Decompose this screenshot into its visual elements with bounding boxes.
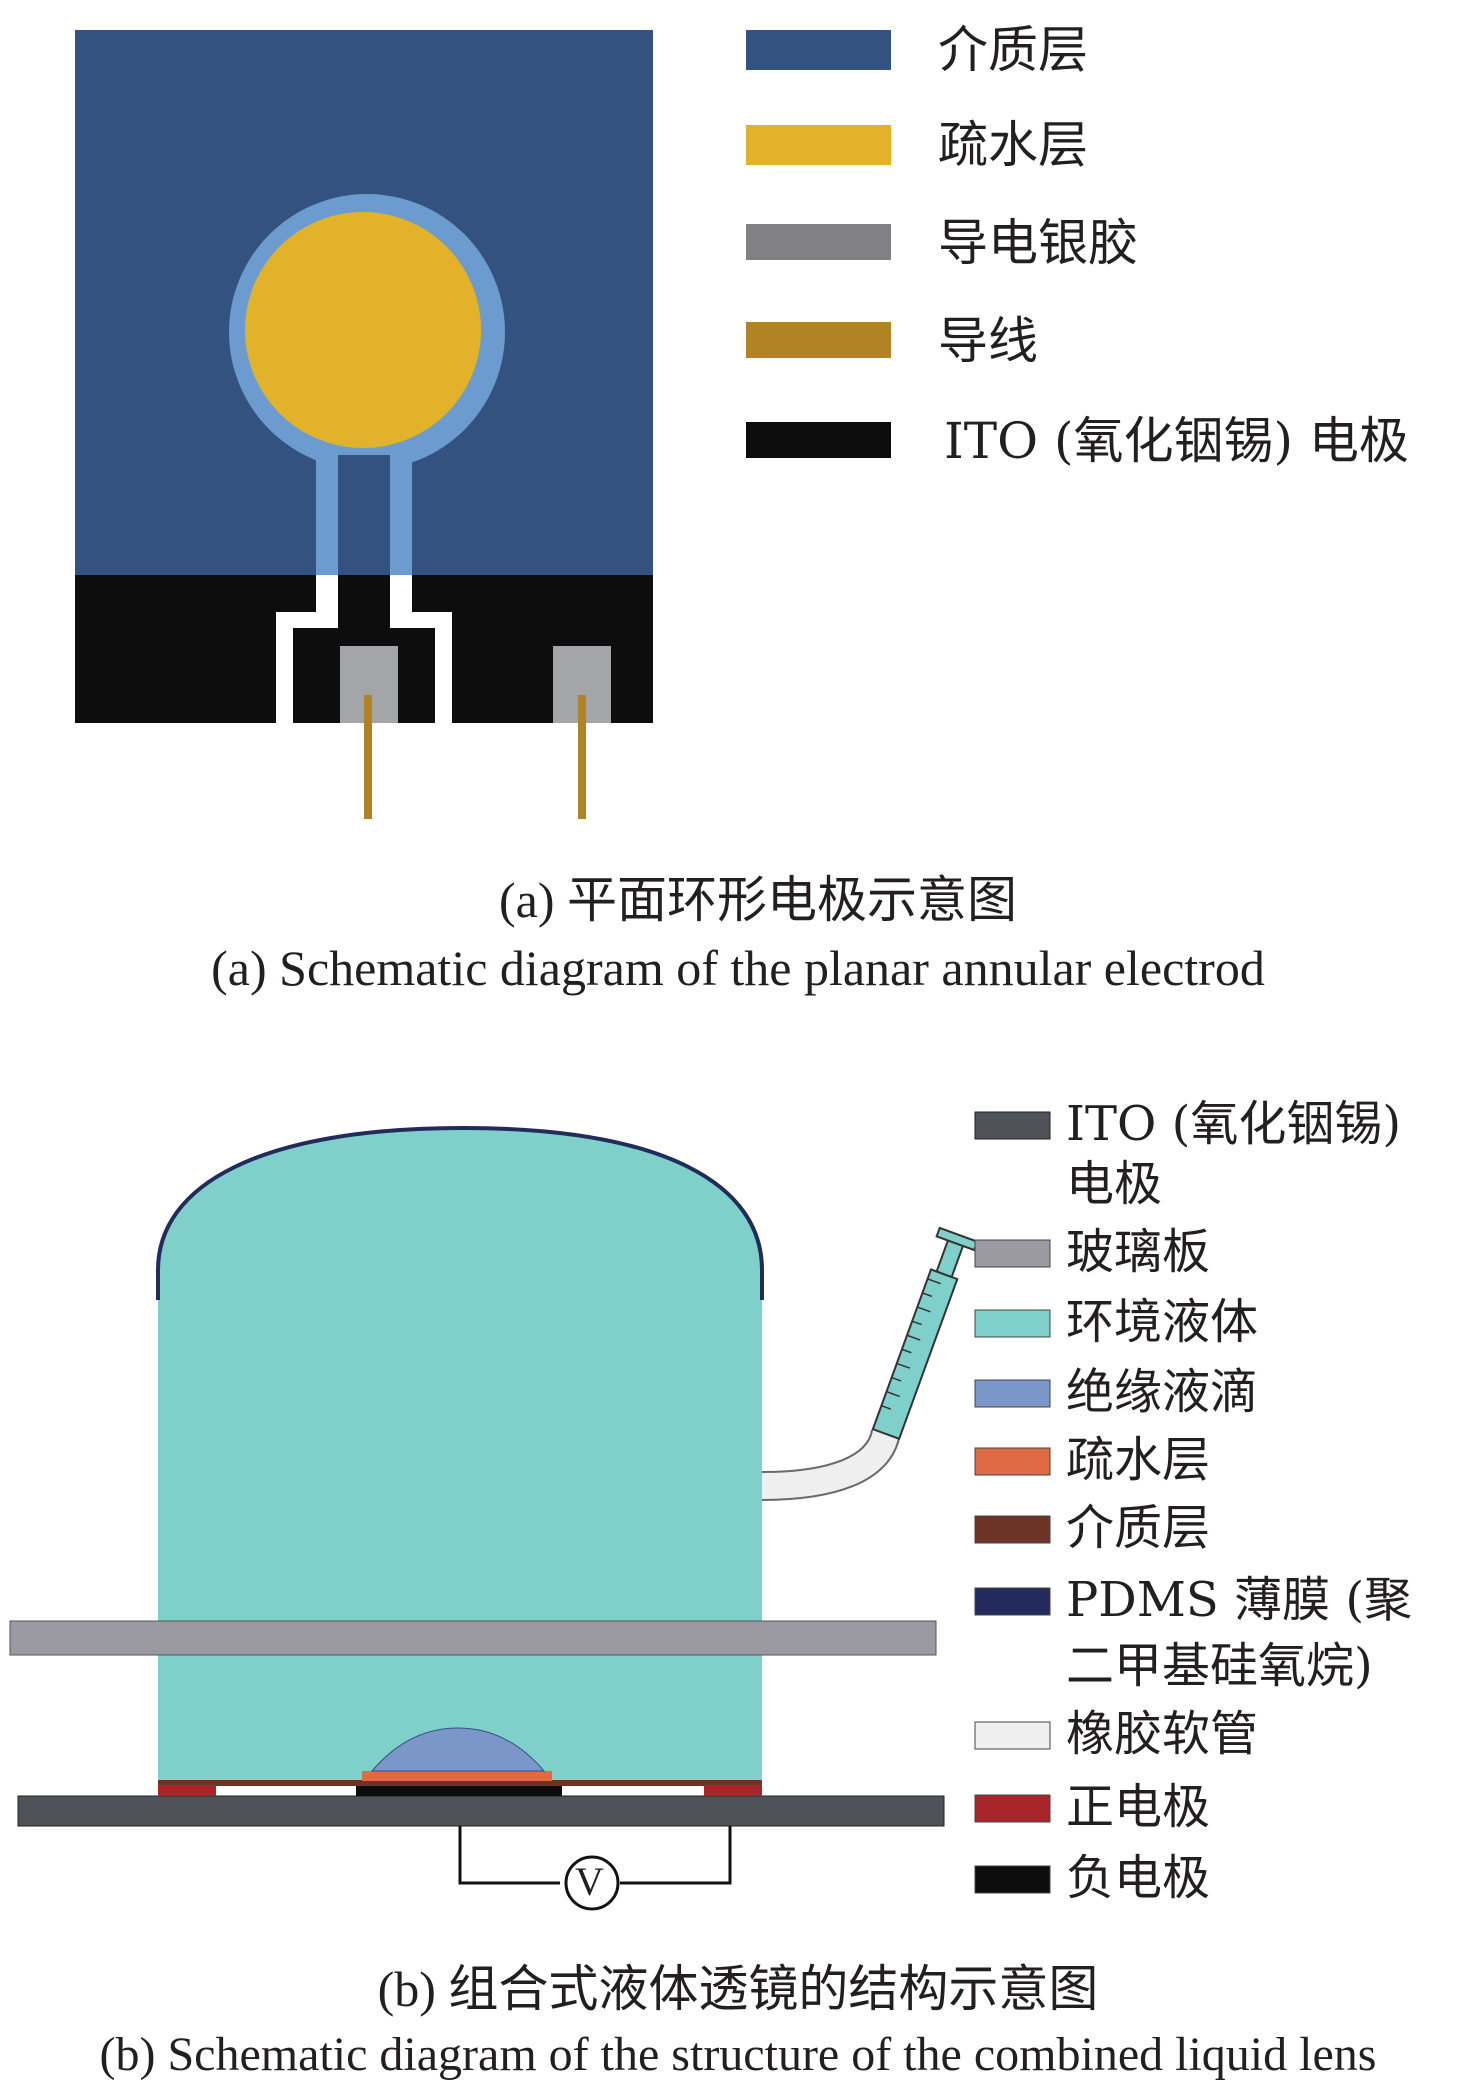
ito-electrode-bottom [17, 1795, 945, 1827]
isolation-gap [276, 575, 338, 723]
legend-label-dielectric-b: 介质层 [1066, 1500, 1211, 1556]
circuit-wire-left [458, 1826, 560, 1885]
hydrophobic-layer-b [362, 1771, 552, 1781]
caption-b-english: (b) Schematic diagram of the structure o… [99, 2028, 1377, 2081]
circuit-wire-right [620, 1826, 732, 1885]
panel-a-legend-swatches [746, 30, 891, 458]
legend-swatch-pdms [974, 1587, 1051, 1616]
legend-label-wire: 导线 [938, 312, 1038, 370]
electrode-stem-left [316, 440, 338, 575]
wire-left [364, 695, 372, 819]
legend-swatch-hydrophobic-b [974, 1447, 1051, 1476]
legend-label-negative: 负电极 [1066, 1850, 1211, 1906]
caption-b-chinese: (b) 组合式液体透镜的结构示意图 [377, 1961, 1099, 2017]
electrode-stem-right [390, 440, 412, 575]
legend-label-pdms: PDMS 薄膜 (聚 [1066, 1572, 1413, 1628]
legend-swatch-negative [974, 1865, 1051, 1894]
dielectric-strip [158, 1780, 762, 1786]
legend-swatch-dielectric-b [974, 1515, 1051, 1544]
legend-swatch-wire [746, 322, 891, 358]
legend-swatch-positive [974, 1794, 1051, 1823]
legend-label-dielectric: 介质层 [938, 21, 1088, 79]
legend-label-silver-paste: 导电银胶 [938, 214, 1138, 272]
legend-label-droplet: 绝缘液滴 [1066, 1364, 1259, 1420]
panel-b-lens-diagram [9, 1125, 979, 1911]
hydrophobic-layer [245, 212, 481, 448]
legend-swatch-glass [974, 1239, 1051, 1268]
legend-swatch-env-liquid [974, 1309, 1051, 1338]
rubber-hose-inner [761, 1428, 899, 1499]
caption-a-english: (a) Schematic diagram of the planar annu… [211, 940, 1265, 996]
glass-plate [9, 1620, 937, 1656]
caption-a-chinese: (a) 平面环形电极示意图 [499, 872, 1017, 928]
legend-swatch-hose [974, 1721, 1051, 1750]
isolation-gap [390, 575, 452, 723]
panel-b-legend-swatches [974, 1111, 1051, 1894]
legend-label-positive: 正电极 [1066, 1779, 1211, 1835]
legend-swatch-droplet [974, 1379, 1051, 1408]
syringe [871, 1226, 979, 1441]
legend-label-glass: 玻璃板 [1066, 1224, 1211, 1280]
positive-electrode-right [704, 1785, 762, 1796]
environment-liquid [158, 1128, 762, 1786]
insulating-droplet [370, 1727, 546, 1772]
positive-electrode-left [158, 1785, 216, 1796]
wire-right [578, 695, 586, 819]
legend-label-hose: 橡胶软管 [1066, 1706, 1259, 1762]
legend-label-ito-b-line2: 电极 [1066, 1156, 1163, 1212]
legend-label-hydrophobic-b: 疏水层 [1066, 1432, 1211, 1488]
pdms-film [156, 1125, 764, 1300]
legend-swatch-silver-paste [746, 224, 891, 260]
legend-label-hydrophobic: 疏水层 [938, 116, 1088, 174]
voltmeter-label: V [575, 1859, 604, 1904]
legend-label-env-liquid: 环境液体 [1066, 1294, 1259, 1350]
voltmeter [564, 1855, 620, 1911]
legend-swatch-hydrophobic [746, 125, 891, 165]
legend-swatch-ito [746, 422, 891, 458]
electrode-stem-gap [338, 455, 390, 575]
legend-swatch-ito-b [974, 1111, 1051, 1140]
legend-label-ito-b: ITO (氧化铟锡) [1066, 1096, 1402, 1152]
legend-swatch-dielectric [746, 30, 891, 70]
panel-a-electrode-diagram [75, 30, 653, 819]
legend-label-ito: ITO (氧化铟锡) 电极 [944, 412, 1409, 470]
negative-electrode [356, 1786, 562, 1796]
legend-label-pdms-line2: 二甲基硅氧烷) [1066, 1638, 1373, 1694]
